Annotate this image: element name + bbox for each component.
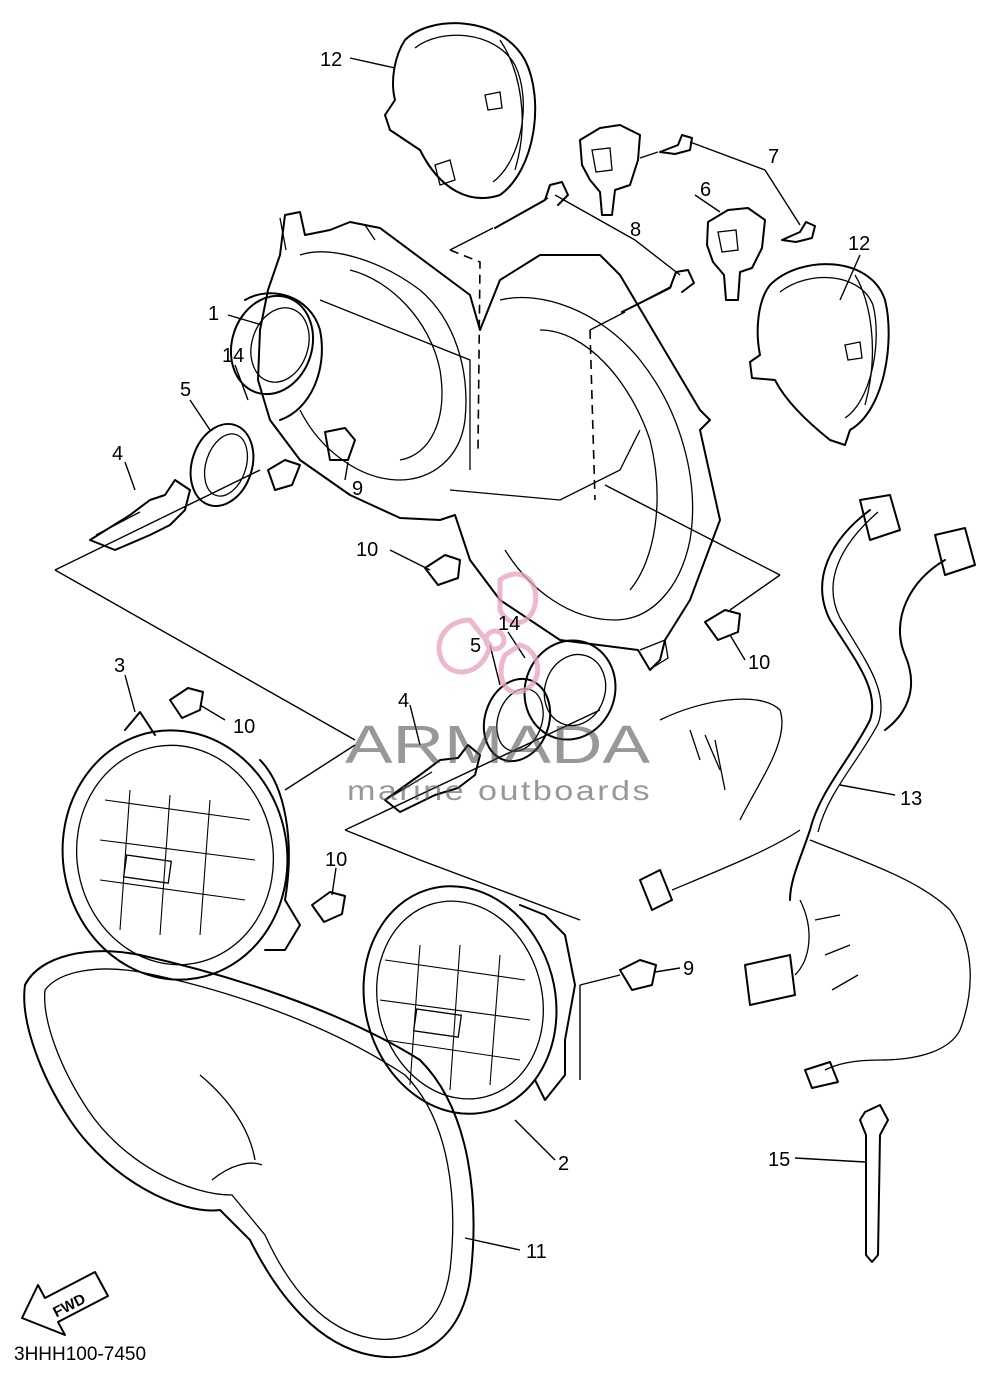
- fwd-arrow-icon: FWD: [21, 1271, 109, 1336]
- callout-10-right: 10: [748, 652, 770, 674]
- callout-9-upper: 9: [352, 478, 363, 500]
- part-1-headlight-housing: [257, 211, 721, 671]
- callout-10-upper-left: 10: [356, 539, 378, 561]
- part-11-bezel: [23, 950, 475, 1359]
- part-13-wire-harness: [639, 494, 976, 1089]
- part-6-bracket: [579, 124, 766, 301]
- assembly-lines: [54, 469, 781, 1080]
- callout-labels: 12 1 14 5 4 7 6 8 12 9 10 10 3 14 5 10 4…: [112, 49, 922, 1263]
- dashed-reference-lines: [449, 227, 626, 501]
- callout-5-right: 5: [470, 635, 481, 657]
- callout-4-right: 4: [398, 690, 409, 712]
- callout-11: 11: [526, 1241, 547, 1263]
- part-7-bolts: [639, 134, 816, 243]
- callout-13: 13: [900, 788, 922, 810]
- watermark-tagline: marine outboards: [347, 775, 652, 806]
- part-15-cable-tie: [859, 1104, 889, 1263]
- part-9-10-small-fittings: [169, 427, 741, 991]
- part-2-right-headlight: [362, 885, 576, 1115]
- callout-10-mid-left: 10: [233, 716, 255, 738]
- callout-6: 6: [700, 179, 711, 201]
- part-right-bulb-assembly: [384, 639, 617, 813]
- callout-14-right: 14: [498, 613, 520, 635]
- watermark: ARMADA marine outboards: [345, 571, 652, 806]
- callout-2: 2: [558, 1153, 569, 1175]
- part-left-bulb-assembly: [89, 292, 323, 551]
- part-3-left-headlight: [61, 711, 301, 981]
- callout-5-left: 5: [180, 379, 191, 401]
- callout-10-lower: 10: [325, 849, 347, 871]
- part-8-adjuster-screws: [494, 181, 695, 313]
- right-lens-pattern: [379, 944, 531, 1091]
- callout-4-left: 4: [112, 443, 123, 465]
- left-lens-pattern: [99, 789, 256, 936]
- watermark-brand: ARMADA: [345, 715, 650, 775]
- callout-9-lower: 9: [683, 958, 694, 980]
- part-code: 3HHH100-7450: [14, 1344, 146, 1365]
- part-12-right-rim: [749, 263, 890, 446]
- callout-12-right: 12: [848, 233, 870, 255]
- part-12-upper-rim: [384, 22, 537, 199]
- callout-3: 3: [114, 655, 125, 677]
- callout-7: 7: [768, 146, 779, 168]
- callout-15: 15: [768, 1149, 790, 1171]
- callout-12-top: 12: [320, 49, 342, 71]
- callout-8: 8: [630, 219, 641, 241]
- watermark-logo-icon: [436, 571, 541, 695]
- callout-leaders: [124, 57, 896, 1251]
- callout-14-left: 14: [222, 345, 244, 367]
- callout-1: 1: [208, 303, 219, 325]
